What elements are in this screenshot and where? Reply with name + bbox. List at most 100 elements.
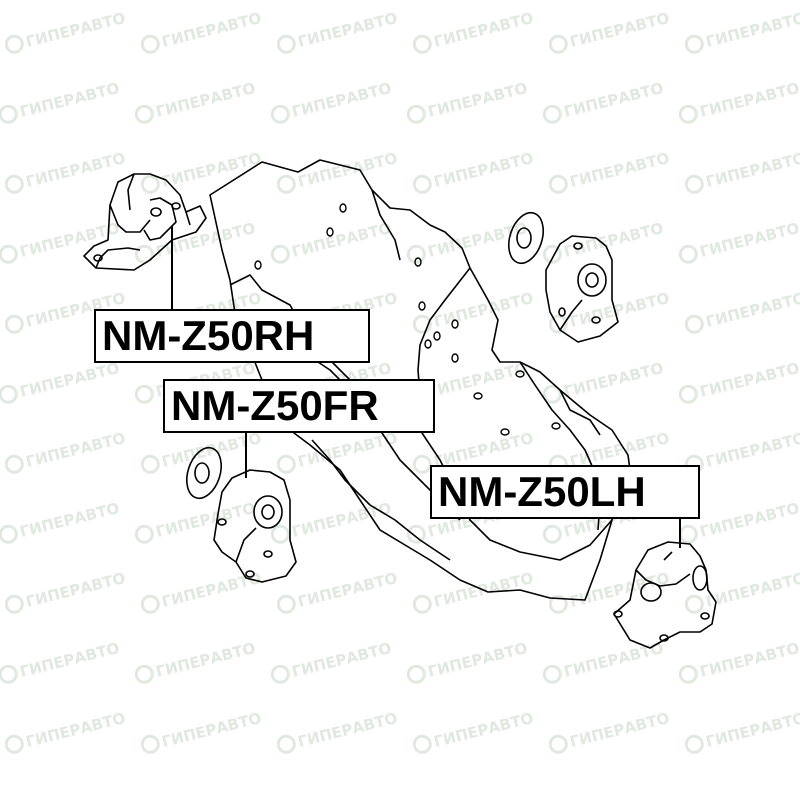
gipertavto-logo-icon [134,384,154,404]
watermark-logo: ГИПЕРАВТО [684,289,800,334]
watermark-text: ГИПЕРАВТО [160,569,263,611]
watermark-text: ГИПЕРАВТО [426,79,529,121]
gipertavto-logo-icon [276,174,296,194]
gipertavto-logo-icon [548,314,568,334]
watermark-text: ГИПЕРАВТО [432,149,535,191]
watermark-text: ГИПЕРАВТО [18,639,121,681]
gipertavto-logo-icon [542,524,562,544]
gipertavto-logo-icon [406,244,426,264]
watermark-logo: ГИПЕРАВТО [134,499,257,544]
gipertavto-logo-icon [412,34,432,54]
watermark-text: ГИПЕРАВТО [568,149,671,191]
gipertavto-logo-icon [4,734,24,754]
watermark-logo: ГИПЕРАВТО [678,639,800,684]
gipertavto-logo-icon [134,244,154,264]
watermark-text: ГИПЕРАВТО [698,499,800,541]
gipertavto-logo-icon [548,174,568,194]
watermark-logo: ГИПЕРАВТО [276,709,399,754]
part-label-nm-z50lh: NM-Z50LH [430,465,700,519]
watermark-logo: ГИПЕРАВТО [678,359,800,404]
gipertavto-logo-icon [140,454,160,474]
watermark-text: ГИПЕРАВТО [698,359,800,401]
watermark-logo: ГИПЕРАВТО [412,569,535,614]
watermark-text: ГИПЕРАВТО [568,709,671,751]
watermark-text: ГИПЕРАВТО [704,709,800,751]
engine-mount-fr [185,446,297,583]
watermark-text: ГИПЕРАВТО [290,499,393,541]
gipertavto-logo-icon [678,664,698,684]
gipertavto-logo-icon [678,384,698,404]
gipertavto-logo-icon [4,314,24,334]
watermark-text: ГИПЕРАВТО [698,639,800,681]
watermark-text: ГИПЕРАВТО [568,289,671,331]
gipertavto-logo-icon [406,524,426,544]
watermark-text: ГИПЕРАВТО [704,429,800,471]
gipertavto-logo-icon [270,524,290,544]
watermark-logo: ГИПЕРАВТО [678,79,800,124]
gipertavto-logo-icon [684,174,704,194]
gipertavto-logo-icon [542,664,562,684]
watermark-text: ГИПЕРАВТО [160,9,263,51]
watermark-logo: ГИПЕРАВТО [0,499,121,544]
watermark-logo: ГИПЕРАВТО [406,219,529,264]
gipertavto-logo-icon [684,314,704,334]
watermark-text: ГИПЕРАВТО [296,709,399,751]
watermark-text: ГИПЕРАВТО [562,219,665,261]
watermark-logo: ГИПЕРАВТО [548,9,671,54]
watermark-logo: ГИПЕРАВТО [276,569,399,614]
gipertavto-logo-icon [542,384,562,404]
watermark-text: ГИПЕРАВТО [562,639,665,681]
watermark-logo: ГИПЕРАВТО [4,569,127,614]
gipertavto-logo-icon [0,244,18,264]
watermark-text: ГИПЕРАВТО [432,709,535,751]
gipertavto-logo-icon [4,594,24,614]
watermark-text: ГИПЕРАВТО [154,219,257,261]
watermark-text: ГИПЕРАВТО [18,219,121,261]
watermark-logo: ГИПЕРАВТО [140,9,263,54]
gipertavto-logo-icon [4,174,24,194]
watermark-logo: ГИПЕРАВТО [134,219,257,264]
gipertavto-logo-icon [140,734,160,754]
watermark-logo: ГИПЕРАВТО [140,429,263,474]
watermark-text: ГИПЕРАВТО [160,709,263,751]
watermark-logo: ГИПЕРАВТО [0,639,121,684]
part-label-nm-z50rh: NM-Z50RH [94,309,370,363]
watermark-logo: ГИПЕРАВТО [276,9,399,54]
gipertavto-logo-icon [684,34,704,54]
gipertavto-logo-icon [0,104,18,124]
watermark-text: ГИПЕРАВТО [296,9,399,51]
gipertavto-logo-icon [0,664,18,684]
engine-mount-lh [613,541,717,649]
watermark-logo: ГИПЕРАВТО [276,149,399,194]
watermark-text: ГИПЕРАВТО [24,149,127,191]
watermark-logo: ГИПЕРАВТО [0,359,121,404]
gipertavto-logo-icon [270,664,290,684]
watermark-text: ГИПЕРАВТО [18,359,121,401]
gipertavto-logo-icon [412,734,432,754]
watermark-logo: ГИПЕРАВТО [684,149,800,194]
gipertavto-logo-icon [406,104,426,124]
watermark-text: ГИПЕРАВТО [154,79,257,121]
watermark-text: ГИПЕРАВТО [154,499,257,541]
watermark-text: ГИПЕРАВТО [290,639,393,681]
watermark-logo: ГИПЕРАВТО [0,79,121,124]
watermark-text: ГИПЕРАВТО [296,569,399,611]
gipertavto-logo-icon [412,454,432,474]
gipertavto-logo-icon [4,454,24,474]
watermark-text: ГИПЕРАВТО [154,639,257,681]
watermark-logo: ГИПЕРАВТО [4,9,127,54]
engine-bolt-holes [254,203,561,436]
watermark-text: ГИПЕРАВТО [698,79,800,121]
watermark-text: ГИПЕРАВТО [160,149,263,191]
watermark-text: ГИПЕРАВТО [432,9,535,51]
watermark-text: ГИПЕРАВТО [290,219,393,261]
watermark-logo: ГИПЕРАВТО [406,639,529,684]
gipertavto-logo-icon [134,524,154,544]
gipertavto-logo-icon [140,594,160,614]
watermark-text: ГИПЕРАВТО [704,289,800,331]
gipertavto-logo-icon [134,104,154,124]
gipertavto-logo-icon [412,594,432,614]
watermark-text: ГИПЕРАВТО [160,429,263,471]
watermark-text: ГИПЕРАВТО [568,9,671,51]
watermark-text: ГИПЕРАВТО [562,359,665,401]
